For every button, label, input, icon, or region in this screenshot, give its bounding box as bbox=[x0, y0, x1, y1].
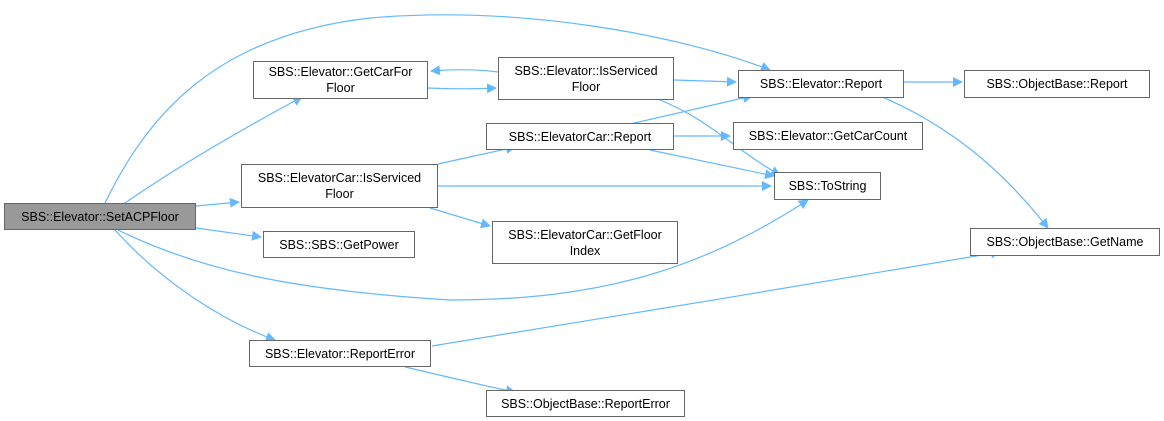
edge-isservicedfloor-to-elevator-report bbox=[673, 76, 737, 87]
node-objectbase-report[interactable]: SBS::ObjectBase::Report bbox=[964, 70, 1150, 98]
edge-reporterror-to-objectbase-reporterror bbox=[404, 366, 516, 396]
node-elevator-reporterror[interactable]: SBS::Elevator::ReportError bbox=[249, 340, 431, 367]
node-elevator-setacpfloor[interactable]: SBS::Elevator::SetACPFloor bbox=[4, 203, 196, 230]
edge-elevatorcar-isservicedfloor-to-getfloorindex bbox=[429, 207, 491, 229]
node-elevatorcar-report[interactable]: SBS::ElevatorCar::Report bbox=[486, 123, 674, 150]
node-objectbase-getname[interactable]: SBS::ObjectBase::GetName bbox=[970, 228, 1160, 256]
edge-elevator-report-to-getname bbox=[879, 95, 1049, 229]
edge-reporterror-to-getname bbox=[431, 248, 1001, 347]
node-elevator-getcarforfloor[interactable]: SBS::Elevator::GetCarFor Floor bbox=[253, 61, 428, 99]
edge-setacpfloor-to-tostring bbox=[117, 199, 809, 301]
edge-setacpfloor-to-elevator-report bbox=[104, 14, 771, 204]
edge-isservicedfloor-to-getcarforfloor bbox=[430, 65, 499, 76]
edge-setacpfloor-to-reporterror bbox=[114, 229, 276, 342]
node-sbs-getpower[interactable]: SBS::SBS::GetPower bbox=[263, 231, 415, 258]
edge-setacpfloor-to-getcarforfloor bbox=[124, 96, 303, 204]
node-tostring[interactable]: SBS::ToString bbox=[774, 172, 881, 200]
edge-elevatorcar-report-to-tostring bbox=[649, 149, 775, 180]
node-elevatorcar-isservicedfloor[interactable]: SBS::ElevatorCar::IsServiced Floor bbox=[241, 164, 438, 208]
edge-getcarforfloor-to-isservicedfloor bbox=[427, 83, 497, 94]
node-elevator-isservicedfloor[interactable]: SBS::Elevator::IsServiced Floor bbox=[498, 57, 674, 100]
node-elevator-report[interactable]: SBS::Elevator::Report bbox=[738, 70, 904, 98]
node-elevator-getcarcount[interactable]: SBS::Elevator::GetCarCount bbox=[733, 122, 923, 150]
node-elevatorcar-getfloorindex[interactable]: SBS::ElevatorCar::GetFloor Index bbox=[492, 221, 678, 264]
node-objectbase-reporterror[interactable]: SBS::ObjectBase::ReportError bbox=[486, 390, 685, 417]
edge-setacpfloor-to-getpower bbox=[195, 227, 262, 241]
edge-elevatorcar-report-to-elevator-report bbox=[629, 93, 753, 125]
edge-setacpfloor-to-elevatorcar-isservicedfloor bbox=[195, 197, 240, 208]
